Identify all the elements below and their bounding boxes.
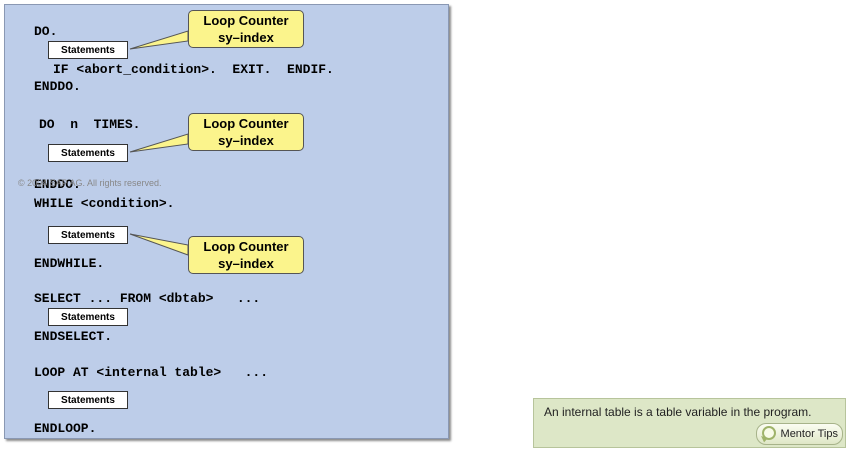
callout-title: Loop Counter: [203, 13, 289, 28]
callout-pointer-3: [129, 233, 189, 256]
mentor-tips-label: Mentor Tips: [780, 428, 838, 440]
code-endselect: ENDSELECT.: [34, 329, 113, 344]
code-loop-at: LOOP AT <internal table> ...: [34, 365, 269, 380]
loop-counter-callout-2: Loop Counter sy–index: [188, 113, 304, 151]
code-endwhile: ENDWHILE.: [34, 256, 105, 271]
callout-variable: sy–index: [218, 256, 274, 271]
callout-title: Loop Counter: [203, 116, 289, 131]
mentor-tip-text: An internal table is a table variable in…: [544, 405, 812, 419]
statements-box-while: Statements: [48, 226, 128, 244]
statements-box-do: Statements: [48, 41, 128, 59]
loop-counter-callout-1: Loop Counter sy–index: [188, 10, 304, 48]
code-while: WHILE <condition>.: [34, 196, 175, 211]
statements-box-select: Statements: [48, 308, 128, 326]
copyright-text: © 2004 SAP AG. All rights reserved.: [18, 178, 162, 188]
code-do-n-times: DO n TIMES.: [39, 117, 141, 132]
statements-box-do-n: Statements: [48, 144, 128, 162]
code-enddo-2: ENDDO.: [34, 177, 81, 192]
mentor-tip-panel: An internal table is a table variable in…: [533, 398, 846, 448]
speech-bubble-icon: [761, 426, 776, 440]
loop-counter-callout-3: Loop Counter sy–index: [188, 236, 304, 274]
callout-variable: sy–index: [218, 133, 274, 148]
code-enddo: ENDDO.: [34, 79, 81, 94]
statements-box-loop: Statements: [48, 391, 128, 409]
mentor-tips-button[interactable]: Mentor Tips: [755, 423, 843, 445]
callout-variable: sy–index: [218, 30, 274, 45]
code-do: DO.: [34, 24, 58, 39]
callout-title: Loop Counter: [203, 239, 289, 254]
callout-pointer-1: [129, 30, 189, 50]
code-panel: [4, 4, 449, 439]
code-endloop: ENDLOOP.: [34, 421, 97, 436]
code-select: SELECT ... FROM <dbtab> ...: [34, 291, 261, 306]
code-if-exit: IF <abort_condition>. EXIT. ENDIF.: [53, 62, 334, 77]
callout-pointer-2: [129, 133, 189, 153]
